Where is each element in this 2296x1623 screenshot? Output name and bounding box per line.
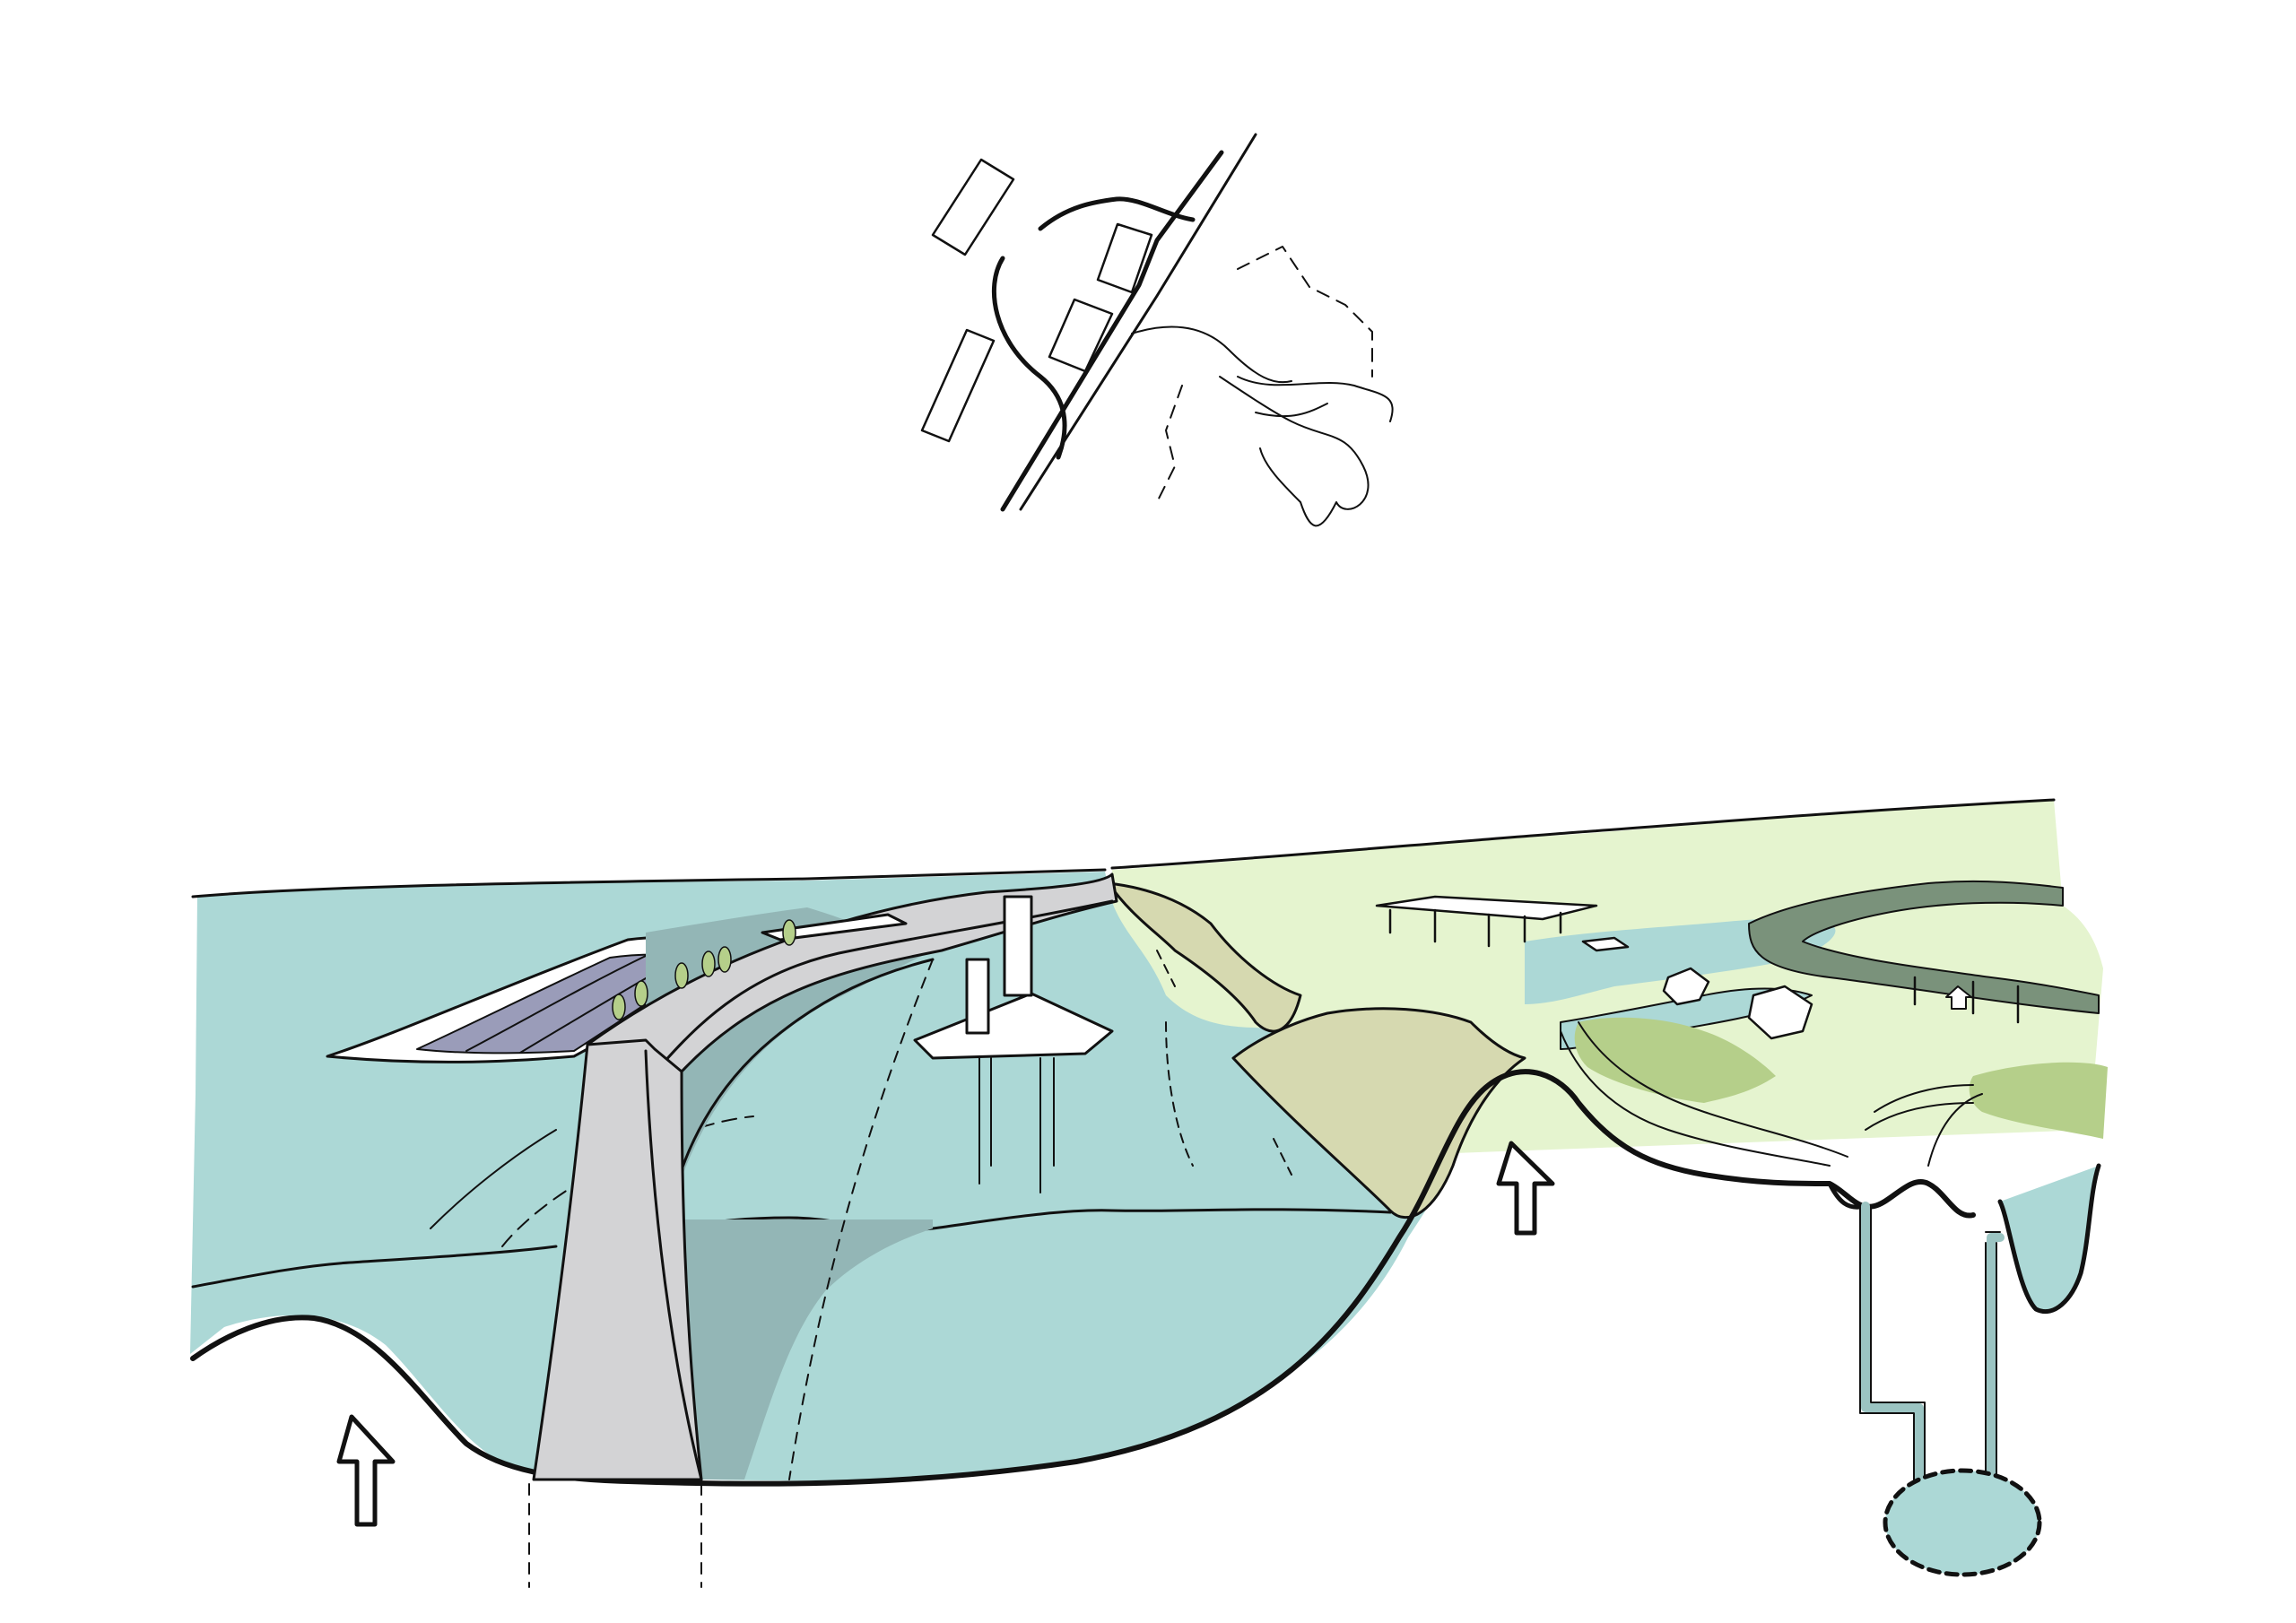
intake-dashes: [1165, 1021, 1194, 1167]
up-arrow-icon: [1496, 1141, 1555, 1236]
dam-dashed-curve: [788, 959, 934, 1480]
road-supports: [1913, 976, 2020, 1024]
dam-towers: [761, 895, 1114, 1193]
water-level-line: [191, 1208, 1392, 1289]
road-curve: [1748, 880, 2100, 1014]
platform-piles: [978, 1057, 1055, 1193]
plan-road-curve: [1038, 196, 1196, 231]
green-field-2: [1969, 1062, 2108, 1139]
plan-building-2: [920, 328, 996, 443]
plan-contour-4: [1255, 403, 1328, 418]
hex-pavilion-2: [1747, 985, 1813, 1040]
small-pavilion: [1581, 936, 1630, 952]
terrace-lines: [1560, 1021, 1983, 1167]
floating-platform: [913, 992, 1114, 1060]
horizon-line-left: [191, 868, 1107, 898]
dam-arch-underside: [666, 958, 935, 1221]
up-arrow-icon: [1945, 985, 1972, 1010]
plan-contour-3: [1237, 376, 1394, 422]
pipe-1-outline: [1859, 1205, 1926, 1480]
deck-shelter: [761, 913, 908, 942]
pipe-1: [1861, 1202, 1924, 1484]
pipe-2: [1987, 1233, 2005, 1484]
plan-building-1: [931, 158, 1015, 256]
dam-arch-shadow-lower: [668, 1219, 933, 1480]
horizon-line-right: [1110, 798, 2056, 870]
underground-tank: [1883, 1468, 2042, 1577]
slope-hatch-2: [1273, 1138, 1292, 1176]
subsurface-contour-2: [430, 1129, 557, 1229]
tower-short: [965, 958, 990, 1035]
plan-contour-1: [1131, 325, 1292, 384]
hillside-buildings: [1375, 895, 2020, 1040]
drip-pocket-2: [1997, 1163, 2101, 1315]
plan-road-b: [1019, 133, 1257, 511]
green-field-1: [1574, 1017, 1776, 1103]
subsurface-contour: [501, 1115, 754, 1247]
plan-road-left: [991, 256, 1067, 460]
up-arrow-icon: [336, 1414, 396, 1527]
slope-hatch-1: [1156, 950, 1176, 987]
plan-dashed-boundary-2: [1156, 385, 1183, 503]
pipe-2-outline: [1985, 1231, 2001, 1480]
pavilion-building: [1375, 895, 1598, 921]
plan-dashed-boundary: [1237, 246, 1373, 378]
plan-road-a: [1000, 150, 1224, 512]
hex-pavilion-1: [1662, 967, 1710, 1006]
plan-contour-2: [1219, 376, 1370, 527]
cliff-slope-lower: [1231, 1007, 1526, 1219]
plan-building-4: [1048, 298, 1114, 373]
deck-trees: [612, 919, 796, 1020]
plan-building-3: [1096, 222, 1153, 294]
dam-pier-edge: [644, 1049, 703, 1481]
tower-tall: [1003, 895, 1033, 997]
site-plan-sketch: [920, 133, 1394, 527]
